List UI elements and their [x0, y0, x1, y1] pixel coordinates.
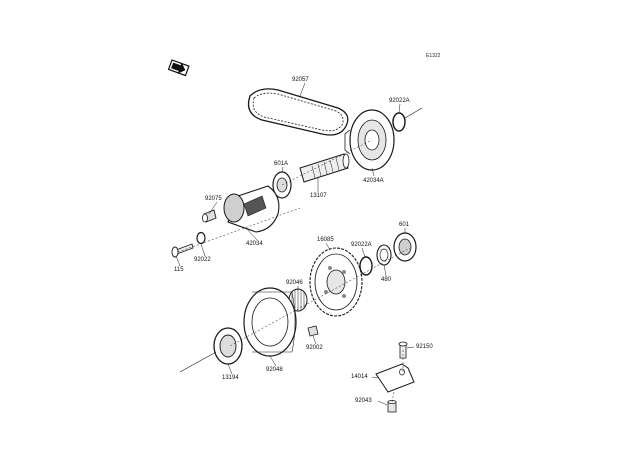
- part-label: 92043: [355, 398, 372, 404]
- drive-belt: [247, 88, 349, 136]
- part-label: 14014: [351, 374, 368, 380]
- part-label: 92048: [266, 367, 283, 373]
- part-label: 42034A: [363, 178, 384, 184]
- bearing-601: [393, 232, 417, 262]
- housing-92048: [243, 287, 297, 357]
- part-label: 92075: [205, 196, 222, 202]
- assembly-lines: [177, 139, 411, 403]
- part-label: 601: [399, 222, 410, 228]
- leader-lines: [175, 82, 415, 406]
- part-label: 480: [381, 277, 392, 283]
- part-label: 16085: [317, 237, 334, 243]
- sprocket-16085: [309, 247, 363, 317]
- part-label: 115: [174, 267, 184, 273]
- figure-reference-code: E1322: [426, 53, 441, 59]
- shaft-13107: [299, 153, 350, 183]
- part-label: 92002: [306, 345, 323, 351]
- part-label: 92022: [194, 257, 211, 263]
- pulley-42034a: [344, 109, 395, 171]
- o-ring-92022a-lower: [359, 256, 373, 276]
- part-label: 92150: [416, 344, 433, 350]
- part-label: 92022A: [351, 242, 372, 248]
- clutch-42034: [223, 185, 280, 233]
- part-label: 92046: [286, 280, 303, 286]
- pin-92075: [202, 209, 217, 223]
- part-label: 92022A: [389, 98, 410, 104]
- pin-92002: [307, 325, 319, 337]
- part-label: 601A: [274, 161, 289, 167]
- part-label: 42034: [246, 241, 263, 247]
- washer-92022: [196, 231, 206, 245]
- bracket-14014: [375, 363, 415, 393]
- part-label: 13107: [310, 193, 327, 199]
- part-label: 92057: [292, 77, 309, 83]
- damper-92043: [387, 400, 397, 413]
- oil-seal-13194: [179, 327, 243, 373]
- collar-480: [376, 244, 392, 266]
- part-label: 13194: [222, 375, 239, 381]
- o-ring-92022a-top: [392, 107, 423, 132]
- front-direction-icon: [167, 59, 190, 77]
